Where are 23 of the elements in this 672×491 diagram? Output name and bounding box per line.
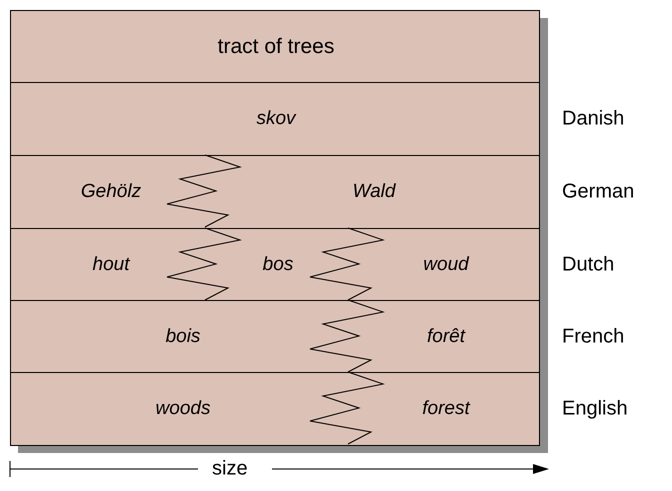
language-name: Danish	[562, 107, 624, 130]
heading-text: tract of trees	[218, 35, 334, 59]
language-name: French	[562, 325, 624, 348]
language-row	[10, 228, 540, 302]
word-text: Gehölz	[80, 181, 142, 203]
word-text: bois	[166, 326, 200, 348]
language-row	[10, 372, 540, 446]
word-text: woods	[156, 398, 210, 420]
language-row	[10, 155, 540, 229]
word-text: bos	[262, 254, 294, 276]
language-name: German	[562, 180, 634, 203]
word-text: forêt	[426, 326, 466, 348]
dimension-label: size	[212, 458, 248, 480]
language-name: English	[562, 397, 628, 420]
language-name: Dutch	[562, 253, 614, 276]
word-text: skov	[256, 108, 296, 130]
word-text: Wald	[352, 181, 396, 203]
language-row	[10, 300, 540, 374]
language-row	[10, 82, 540, 156]
heading-row	[10, 10, 540, 84]
word-text: woud	[423, 254, 469, 276]
word-text: hout	[92, 254, 130, 276]
word-text: forest	[422, 398, 470, 420]
